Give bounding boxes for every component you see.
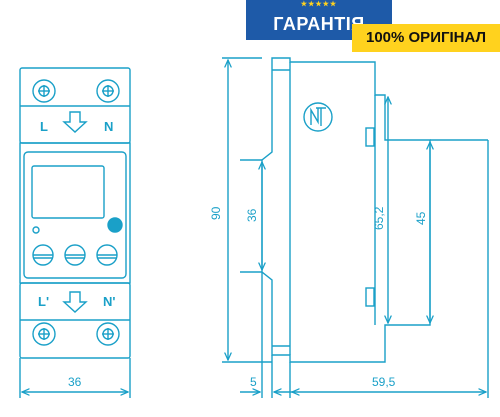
side-slot-bottom (365, 287, 375, 307)
screw-bottom-left (32, 322, 56, 346)
dim-face-height-label: 45 (414, 211, 428, 225)
original-badge: 100% ОРИГІНАЛ (352, 24, 500, 52)
dim-rail-height-label: 36 (245, 208, 259, 222)
dim-depth-label: 59,5 (372, 375, 396, 389)
dim-total-height-label: 90 (209, 206, 223, 220)
terminal-label-l-prime: L' (38, 294, 49, 309)
ground-arrow-top-icon (62, 111, 88, 133)
screw-bottom-right (96, 322, 120, 346)
display-screen (31, 165, 105, 219)
screw-top-right (96, 79, 120, 103)
terminal-label-n-prime: N' (103, 294, 115, 309)
guarantee-label: ГАРАНТІЯ (273, 14, 365, 34)
side-slot-top (365, 127, 375, 147)
rating-stars-icon: ★★★★★ (300, 1, 338, 8)
control-knob-1 (32, 244, 54, 266)
dim-rail-depth-label: 5 (250, 375, 257, 389)
side-view (261, 57, 431, 363)
dim-front-width-label: 36 (68, 375, 82, 389)
front-inner-panel (23, 151, 127, 279)
dim-body-height-label: 65,2 (372, 206, 386, 230)
terminal-label-l: L (40, 119, 48, 134)
dim-front-width (19, 358, 131, 398)
small-button (32, 226, 40, 234)
indicator-led (107, 217, 123, 233)
control-knob-3 (96, 244, 118, 266)
front-view (19, 67, 131, 359)
side-outline (261, 57, 431, 363)
screw-top-left (32, 79, 56, 103)
terminal-label-n: N (104, 119, 113, 134)
control-knob-2 (64, 244, 86, 266)
nt-logo-icon (303, 102, 333, 132)
ground-arrow-bottom-icon (62, 291, 88, 313)
